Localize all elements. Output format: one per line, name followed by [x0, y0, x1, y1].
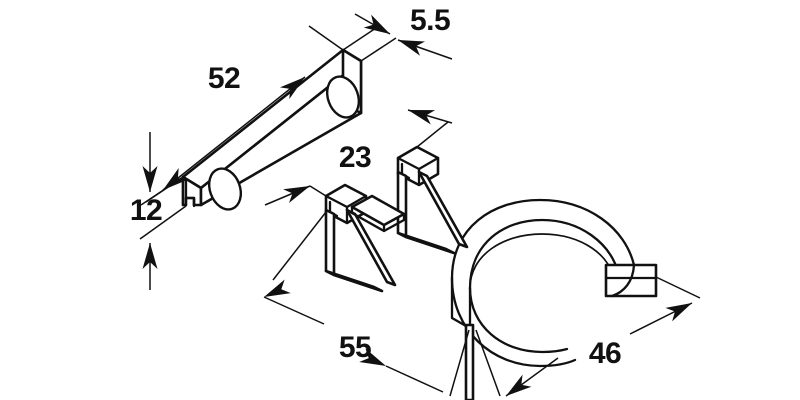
- part-mounting-plate: [181, 48, 363, 211]
- dim-55-ext-right: [449, 329, 470, 397]
- dimension-5-5: 5.5: [342, 4, 453, 62]
- plate-hole-right: [325, 75, 361, 119]
- tab-rear-foot-edge: [404, 235, 456, 255]
- dim-46-ext-upper: [655, 276, 701, 299]
- dim-12-ext-bottom: [139, 205, 187, 240]
- plate-hole-left: [207, 167, 243, 211]
- clip-free-end-left-outer: [450, 276, 468, 328]
- dim-52-line: [162, 76, 306, 191]
- dimension-23: 23: [264, 102, 453, 206]
- dim-5-5-label: 5.5: [410, 4, 450, 37]
- dim-55-line-left: [263, 296, 325, 325]
- clip-tab-rear: [396, 145, 469, 255]
- plate-notch-detail: [184, 179, 196, 208]
- tab-rear-column: [396, 170, 408, 239]
- clip-tail-blend-upper: [610, 263, 636, 298]
- dim-46-arrow-upper: [665, 296, 696, 322]
- dim-12-label: 12: [130, 194, 162, 227]
- dim-52-label: 52: [208, 62, 240, 95]
- dim-23-arrow-front: [283, 179, 313, 204]
- clip-ring-inner-top: [468, 218, 620, 290]
- clip-ring-outer-lower-left: [450, 276, 577, 368]
- dim-55mm-ext-left: [342, 27, 377, 51]
- dim-46-label: 46: [589, 337, 621, 370]
- dim-46-ext-lower: [475, 329, 501, 397]
- dim-55-line-right: [385, 365, 444, 393]
- dimension-46: 46: [475, 276, 701, 400]
- dim-23-ext-front: [309, 185, 327, 197]
- dim-55-arrow-left: [260, 279, 291, 304]
- dim-55-ext-left: [272, 211, 327, 281]
- tab-rear-rib: [417, 170, 469, 249]
- dim-23-label: 23: [339, 141, 371, 174]
- clip-ring-bore-top: [469, 233, 615, 289]
- dim-23-arrow-rear: [405, 102, 436, 125]
- dim-23-ext-rear: [416, 121, 449, 148]
- part-pipe-clip: [324, 145, 658, 400]
- dimension-55: 55: [260, 211, 470, 397]
- tab-front-foot-edge: [332, 273, 384, 293]
- dim-55mm-ext-right: [360, 37, 397, 62]
- dim-52-ext-right: [308, 25, 344, 51]
- dim-55mm-arrow-in-left: [363, 14, 394, 41]
- dim-46-arrow-lower: [501, 374, 532, 400]
- dimension-12: 12: [130, 132, 187, 290]
- tab-front-column: [324, 208, 336, 277]
- dim-12-ext-top: [140, 176, 184, 206]
- dim-55-label: 55: [339, 331, 371, 364]
- clip-ring-bore: [468, 286, 569, 354]
